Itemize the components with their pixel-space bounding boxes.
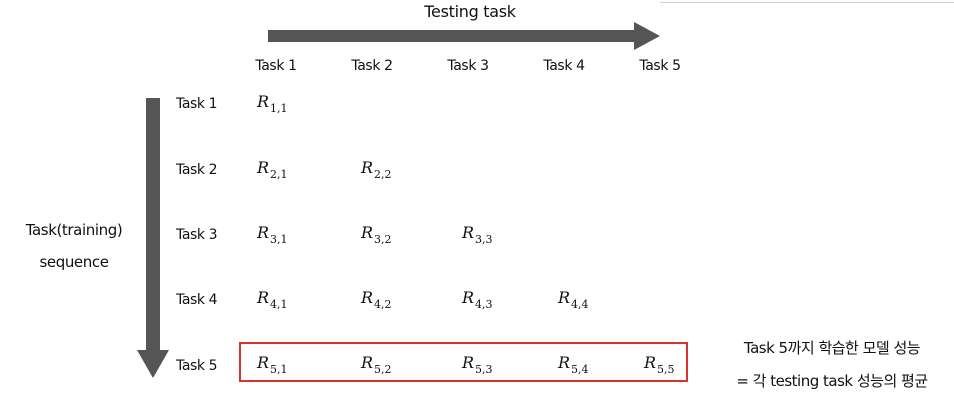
- cell-r-3-1: R3,1: [257, 223, 288, 246]
- row-header-task-2: Task 2: [176, 162, 218, 178]
- cell-r-4-1: R4,1: [257, 288, 288, 311]
- column-header-task-3: Task 3: [447, 58, 489, 74]
- row-5-highlight-box: [239, 342, 688, 382]
- top-divider-line: [660, 2, 954, 3]
- training-sequence-arrow: [137, 98, 169, 378]
- column-header-task-5: Task 5: [639, 58, 681, 74]
- note-line-1: Task 5까지 학습한 모델 성능: [743, 339, 921, 357]
- cell-r-5-3: R5,3: [462, 353, 493, 376]
- cell-r-4-3: R4,3: [462, 288, 493, 311]
- row-header-task-4: Task 4: [176, 292, 218, 308]
- cell-r-5-5: R5,5: [644, 353, 675, 376]
- cell-r-4-4: R4,4: [558, 288, 589, 311]
- column-header-task-2: Task 2: [351, 58, 393, 74]
- cell-r-2-2: R2,2: [361, 158, 392, 181]
- cell-r-5-2: R5,2: [361, 353, 392, 376]
- cell-r-3-3: R3,3: [462, 223, 493, 246]
- training-sequence-label: Task(training) sequence: [14, 214, 134, 278]
- training-sequence-label-line1: Task(training): [25, 221, 123, 239]
- testing-task-label: Testing task: [424, 2, 516, 21]
- row-header-task-3: Task 3: [176, 227, 218, 243]
- row-header-task-1: Task 1: [176, 96, 218, 112]
- testing-task-arrow: [268, 22, 660, 50]
- cell-r-5-1: R5,1: [257, 353, 288, 376]
- cell-r-2-1: R2,1: [257, 158, 288, 181]
- cell-r-5-4: R5,4: [558, 353, 589, 376]
- cell-r-1-1: R1,1: [257, 92, 288, 115]
- row-header-task-5: Task 5: [176, 358, 218, 374]
- column-header-task-1: Task 1: [255, 58, 297, 74]
- training-sequence-label-line2: sequence: [39, 253, 109, 271]
- note-line-2: = 각 testing task 성능의 평균: [736, 372, 928, 390]
- cell-r-4-2: R4,2: [361, 288, 392, 311]
- cell-r-3-2: R3,2: [361, 223, 392, 246]
- column-header-task-4: Task 4: [543, 58, 585, 74]
